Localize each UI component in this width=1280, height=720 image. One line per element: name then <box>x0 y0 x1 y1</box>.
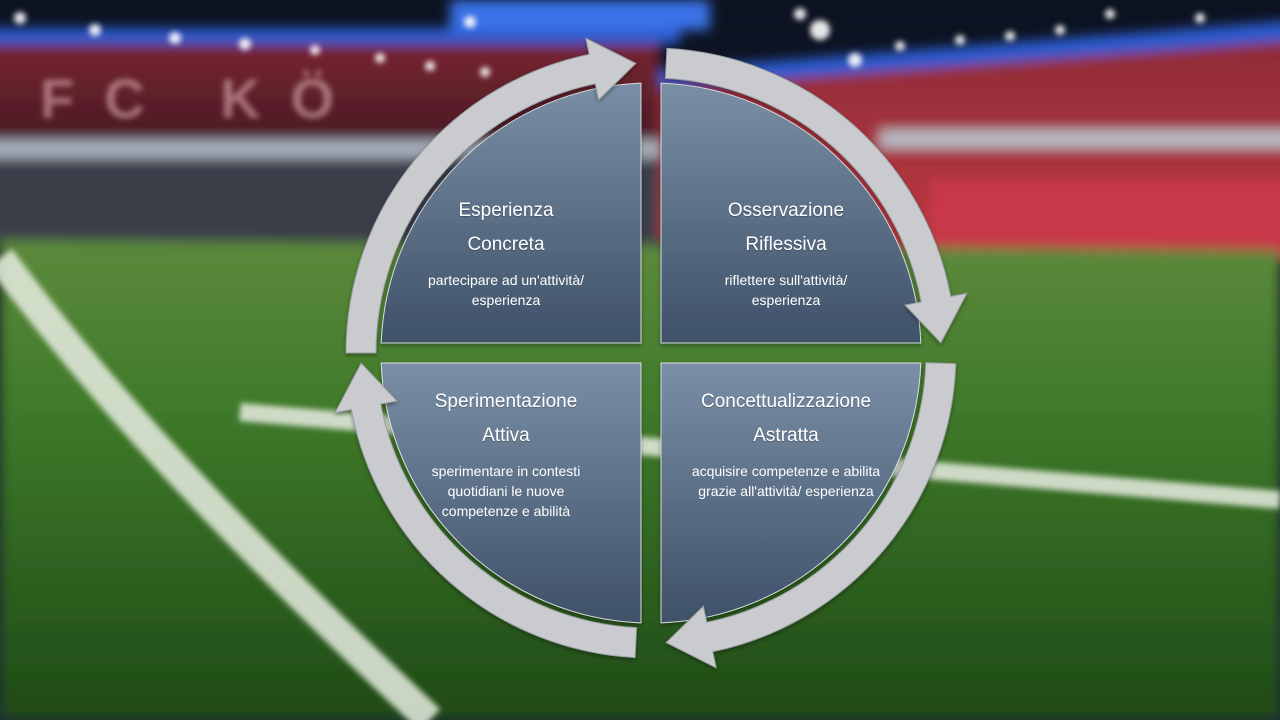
stand-letters: FC KÖ <box>40 67 364 130</box>
quadrant-text-sperimentazione-attiva: Sperimentazione Attiva sperimentare in c… <box>381 385 631 521</box>
cycle-arrow-top-left <box>345 37 637 354</box>
quadrant-description: partecipare ad un'attività/ esperienza <box>428 272 584 308</box>
quadrant-description: sperimentare in contesti quotidiani le n… <box>431 463 581 519</box>
quadrant-text-osservazione-riflessiva: Osservazione Riflessiva riflettere sull'… <box>661 194 911 310</box>
quadrant-esperienza-concreta <box>380 82 642 344</box>
quadrant-osservazione-riflessiva <box>660 82 922 344</box>
quadrant-sperimentazione-attiva <box>380 362 642 624</box>
quadrant-text-esperienza-concreta: Esperienza Concreta partecipare ad un'at… <box>381 194 631 310</box>
quadrant-description: acquisire competenze e abilita grazie al… <box>691 463 881 499</box>
quadrant-subtitle: Concreta <box>467 234 545 255</box>
quadrant-subtitle: Attiva <box>482 425 530 446</box>
quadrant-concettualizzazione-astratta <box>660 362 922 624</box>
quadrant-title: Esperienza <box>458 200 554 221</box>
cycle-arrow-bottom-right <box>665 362 957 669</box>
quadrant-text-concettualizzazione-astratta: Concettualizzazione Astratta acquisire c… <box>661 385 911 501</box>
cycle-arrow-top-right <box>664 47 968 344</box>
quadrant-subtitle: Astratta <box>753 425 819 446</box>
quadrant-subtitle: Riflessiva <box>745 234 827 255</box>
cycle-arrow-bottom-left <box>334 362 638 659</box>
quadrant-description: riflettere sull'attività/ esperienza <box>724 272 848 308</box>
quadrant-title: Sperimentazione <box>434 391 578 412</box>
quadrant-title: Concettualizzazione <box>700 391 872 412</box>
quadrant-title: Osservazione <box>727 200 845 221</box>
